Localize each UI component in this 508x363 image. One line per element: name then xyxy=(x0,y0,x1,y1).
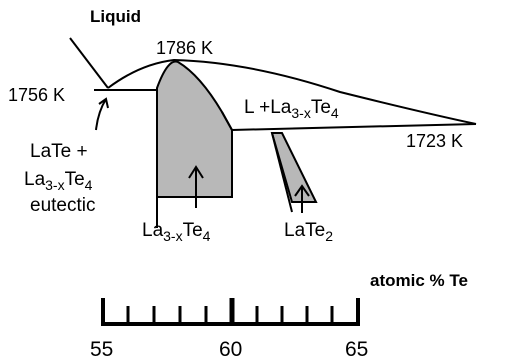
late-plus-label: LaTe + xyxy=(30,141,88,162)
eutectic-arrow xyxy=(95,97,109,131)
temperature-1756-label: 1756 K xyxy=(8,85,65,105)
late2-arrow xyxy=(294,184,310,213)
eutectic-composition-label: La3-xTe4 xyxy=(24,169,93,193)
axis-title: atomic % Te xyxy=(370,271,468,290)
solidus-line-1723 xyxy=(231,123,477,131)
la3-x-te4-phase-label: La3-xTe4 xyxy=(142,220,211,244)
la3-x-te4-phase-region xyxy=(156,60,233,198)
liquid-label: Liquid xyxy=(90,7,141,26)
eutectic-label: eutectic xyxy=(30,195,95,216)
temperature-1723-label: 1723 K xyxy=(406,131,463,151)
axis-tick-label-65: 65 xyxy=(345,338,368,361)
axis-tick-label-55: 55 xyxy=(90,338,113,361)
temperature-1786-label: 1786 K xyxy=(156,38,213,58)
axis-tick-label-60: 60 xyxy=(219,338,242,361)
l-plus-la3-x-te4-label: L +La3-xTe4 xyxy=(244,97,339,121)
liquidus-curve xyxy=(107,58,477,125)
la3-x-te4-arrow xyxy=(188,165,204,208)
liquidus-lower-curve xyxy=(221,111,233,131)
late2-left-boundary xyxy=(271,132,293,213)
composition-axis xyxy=(101,298,360,326)
liquidus-left-branch xyxy=(69,37,109,89)
late2-phase-label: LaTe2 xyxy=(284,220,333,244)
late2-phase-region xyxy=(270,132,318,203)
